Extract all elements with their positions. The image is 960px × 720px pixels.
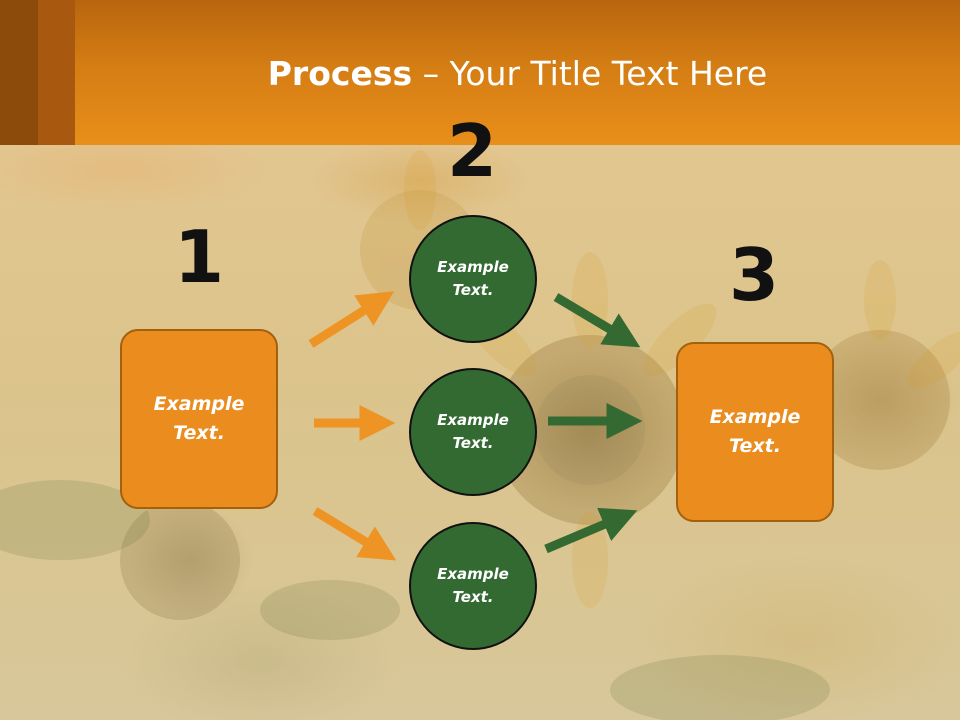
process-box-start[interactable]: Example Text. <box>120 329 278 509</box>
process-circle-middle-text: Example Text. <box>437 411 509 452</box>
process-box-start-text: Example Text. <box>153 393 245 444</box>
step-number-2: 2 <box>446 109 498 193</box>
header-band: Process – Your Title Text Here <box>0 0 960 145</box>
title-rest-part: – Your Title Text Here <box>412 54 768 93</box>
arrow-icon <box>308 291 395 348</box>
process-circle-bottom-text: Example Text. <box>437 565 509 606</box>
arrow-icon <box>544 507 638 554</box>
process-circle-middle[interactable]: Example Text. <box>409 368 537 496</box>
slide-title[interactable]: Process – Your Title Text Here <box>75 52 960 96</box>
step-number-3: 3 <box>728 233 780 317</box>
arrow-icon <box>312 507 397 561</box>
step-number-1: 1 <box>173 215 225 299</box>
process-box-end-text: Example Text. <box>709 406 801 457</box>
process-circle-top[interactable]: Example Text. <box>409 215 537 343</box>
header-accent <box>38 0 75 145</box>
title-bold-part: Process <box>267 54 413 93</box>
header-accent-dark <box>0 0 38 145</box>
process-box-end[interactable]: Example Text. <box>676 342 834 522</box>
process-circle-top-text: Example Text. <box>437 258 509 299</box>
process-circle-bottom[interactable]: Example Text. <box>409 522 537 650</box>
arrow-icon <box>553 293 641 348</box>
